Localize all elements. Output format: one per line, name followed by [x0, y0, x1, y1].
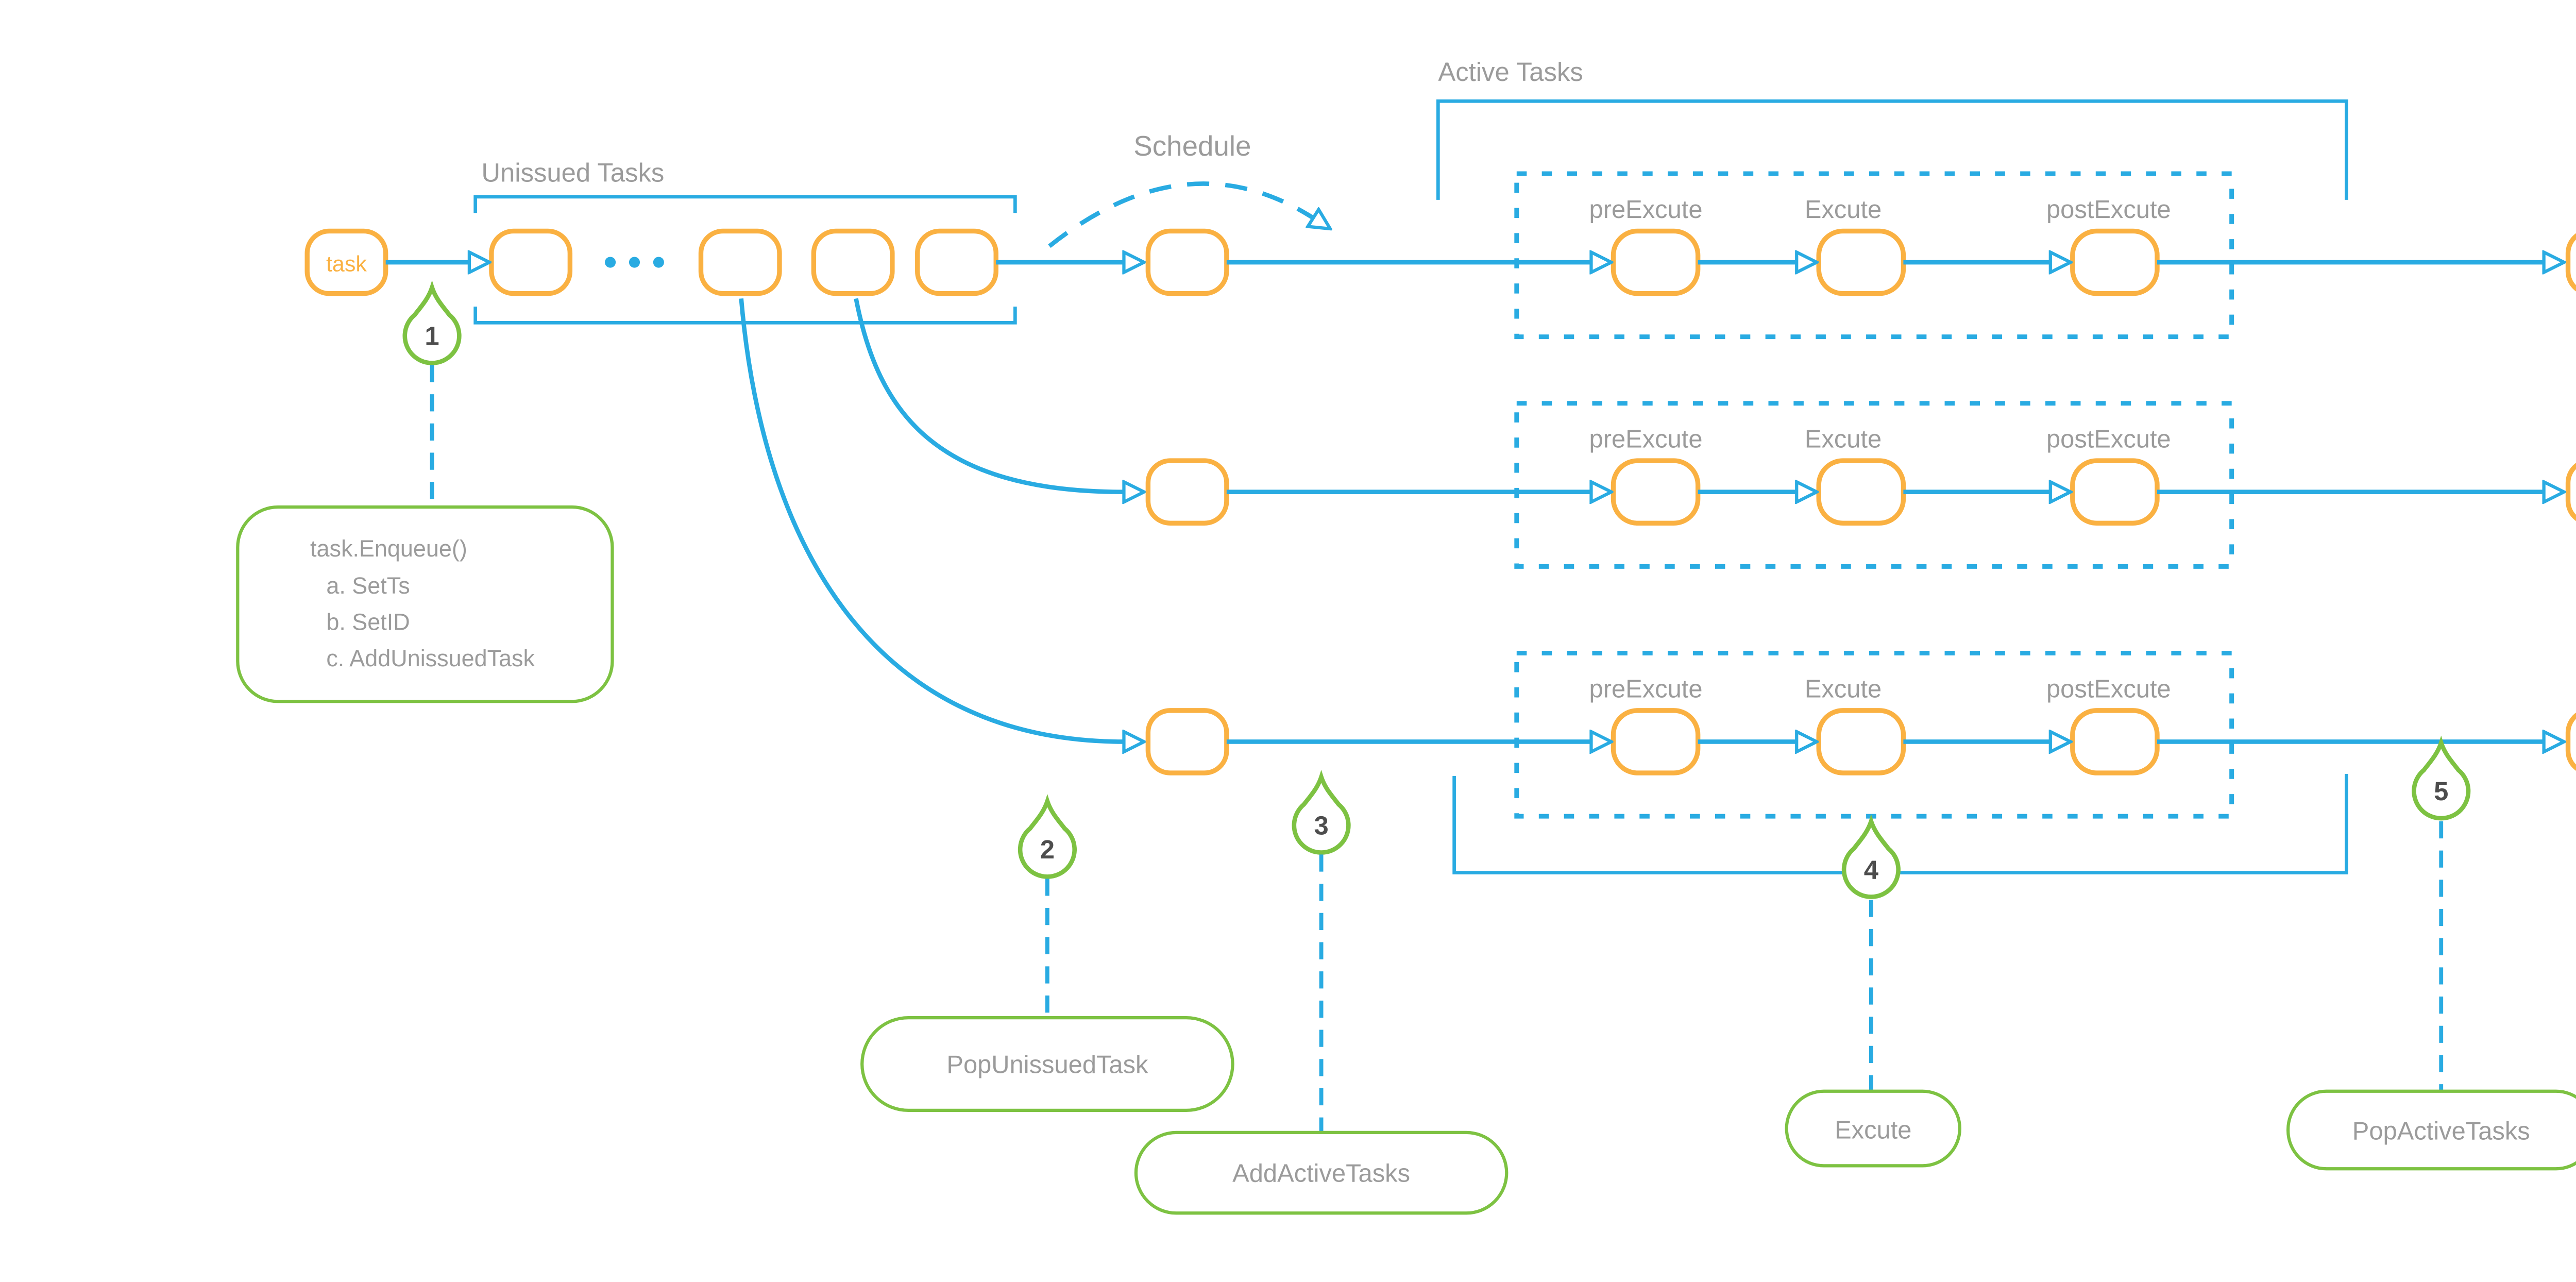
row1-pre-node — [1611, 228, 1701, 296]
active-bracket-bottom — [1452, 774, 2348, 874]
schedule-group: Schedule — [1048, 130, 1313, 248]
queue-node-3 — [811, 228, 895, 296]
row1-stage-box — [1514, 171, 2234, 340]
callout-4-pill — [1785, 1089, 1962, 1168]
row1-exec-label: Excute — [1805, 196, 1882, 224]
marker-pin-1-icon — [402, 280, 462, 365]
callout-4-label: Excute — [1835, 1117, 1911, 1144]
row2-start-node — [1145, 458, 1229, 526]
marker-pin-2-icon — [1018, 794, 1077, 879]
marker-2-number: 2 — [1040, 835, 1055, 864]
ellipsis-dots-icon — [605, 257, 664, 268]
callout-3-pill — [1134, 1131, 1509, 1215]
row3-exec-label: Excute — [1805, 675, 1882, 703]
row3-pre-node — [1611, 708, 1701, 775]
row2-post-label: postExcute — [2046, 426, 2171, 453]
callout-1-line-4: c. AddUnissuedTask — [326, 645, 535, 671]
row1-pre-label: preExcute — [1589, 196, 1703, 224]
queue-node-2 — [698, 228, 782, 296]
worker-row-3: preExcute Excute postExcute — [739, 298, 2576, 819]
callout-2-group: 2 PopUnissuedTask — [860, 794, 1234, 1112]
callout-1-group: 1 task.Enqueue() a. SetTs b. SetID c. Ad… — [236, 280, 614, 703]
worker-row-2: preExcute Excute postExcute — [854, 298, 2576, 569]
callout-2-label: PopUnissuedTask — [946, 1051, 1148, 1079]
row2-exec-node — [1816, 458, 1906, 526]
callout-1-line-2: a. SetTs — [326, 572, 410, 599]
callout-2-pill — [860, 1016, 1234, 1112]
row1-post-node — [2070, 228, 2160, 296]
callout-5-label: PopActiveTasks — [2352, 1118, 2530, 1145]
worker-row-1: preExcute Excute postExcute — [1145, 171, 2576, 340]
unissued-tasks-label: Unissued Tasks — [481, 158, 664, 188]
row1-post-label: postExcute — [2046, 196, 2171, 224]
callout-3-label: AddActiveTasks — [1232, 1160, 1410, 1188]
row1-exec-node — [1816, 228, 1906, 296]
queue-node-1 — [489, 228, 573, 296]
row2-pre-node — [1611, 458, 1701, 526]
marker-pin-4-icon — [1841, 814, 1901, 899]
schedule-arc-arrow — [1048, 181, 1313, 248]
row3-exec-node — [1816, 708, 1906, 775]
marker-pin-3-icon — [1292, 770, 1351, 855]
marker-pin-5-icon — [2412, 735, 2471, 821]
row2-exec-label: Excute — [1805, 426, 1882, 453]
row3-post-label: postExcute — [2046, 675, 2171, 703]
curve-queue-to-row3 — [739, 298, 1124, 741]
marker-1-number: 1 — [425, 321, 439, 350]
row3-end-node — [2565, 712, 2576, 771]
row3-post-node — [2070, 708, 2160, 775]
row2-pre-label: preExcute — [1589, 426, 1703, 453]
schedule-label: Schedule — [1133, 130, 1251, 162]
callout-1-line-1: task.Enqueue() — [310, 535, 467, 562]
marker-4-number: 4 — [1864, 855, 1878, 884]
callout-5-group: 5 PopActiveTasks — [2286, 735, 2576, 1171]
row2-end-node — [2565, 463, 2576, 521]
callout-5-pill — [2286, 1089, 2576, 1171]
active-tasks-label: Active Tasks — [1438, 57, 1583, 87]
queue-node-4 — [915, 228, 998, 296]
row1-start-node — [1145, 228, 1229, 296]
row2-stage-box — [1514, 401, 2234, 569]
curve-queue-to-row2 — [854, 298, 1124, 492]
queue-group: task — [304, 228, 1124, 296]
callout-1-box — [236, 505, 614, 703]
task-node-label: task — [326, 252, 367, 277]
row1-end-node — [2565, 233, 2576, 292]
row3-pre-label: preExcute — [1589, 675, 1703, 703]
active-bracket-top — [1436, 99, 2348, 200]
callout-4-group: 4 Excute — [1785, 814, 1962, 1168]
unissued-bracket-top — [473, 195, 1017, 213]
callout-1-line-3: b. SetID — [326, 609, 410, 635]
row3-start-node — [1145, 708, 1229, 775]
row2-post-node — [2070, 458, 2160, 526]
marker-5-number: 5 — [2434, 777, 2448, 806]
marker-3-number: 3 — [1314, 811, 1328, 840]
callout-3-group: 3 AddActiveTasks — [1134, 770, 1509, 1215]
row3-stage-box — [1514, 650, 2234, 819]
